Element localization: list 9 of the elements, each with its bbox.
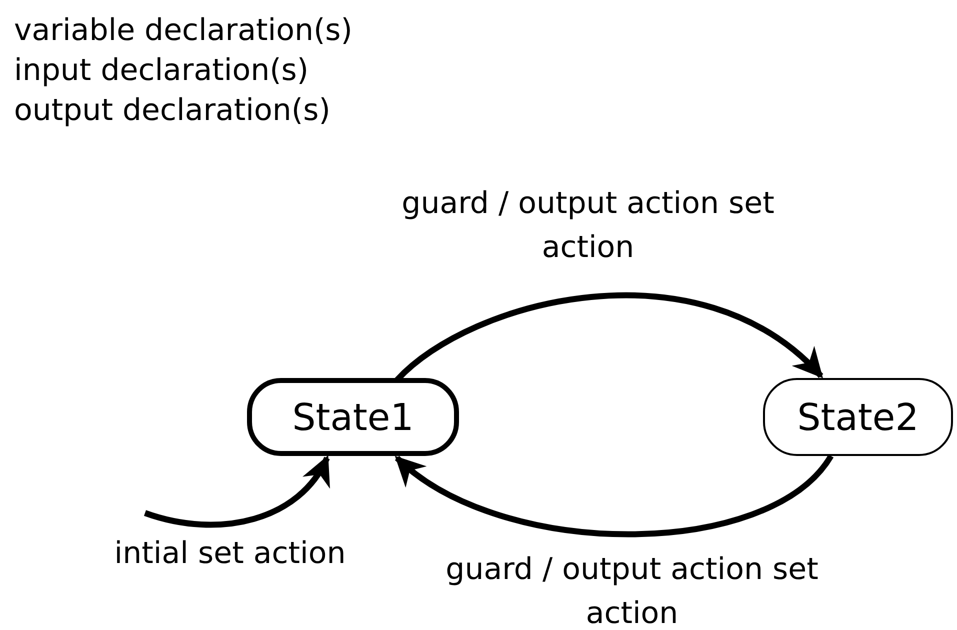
transition-arrow [394, 454, 834, 538]
declaration-text: variable declaration(s) [14, 12, 352, 50]
transition-arrow [144, 455, 330, 528]
state-name: State1 [292, 396, 414, 438]
declaration-text: output declaration(s) [14, 92, 332, 130]
state-box [763, 378, 953, 456]
state-name: State2 [797, 396, 919, 438]
declaration-text: input declaration(s) [14, 52, 310, 90]
state-box [247, 378, 459, 456]
